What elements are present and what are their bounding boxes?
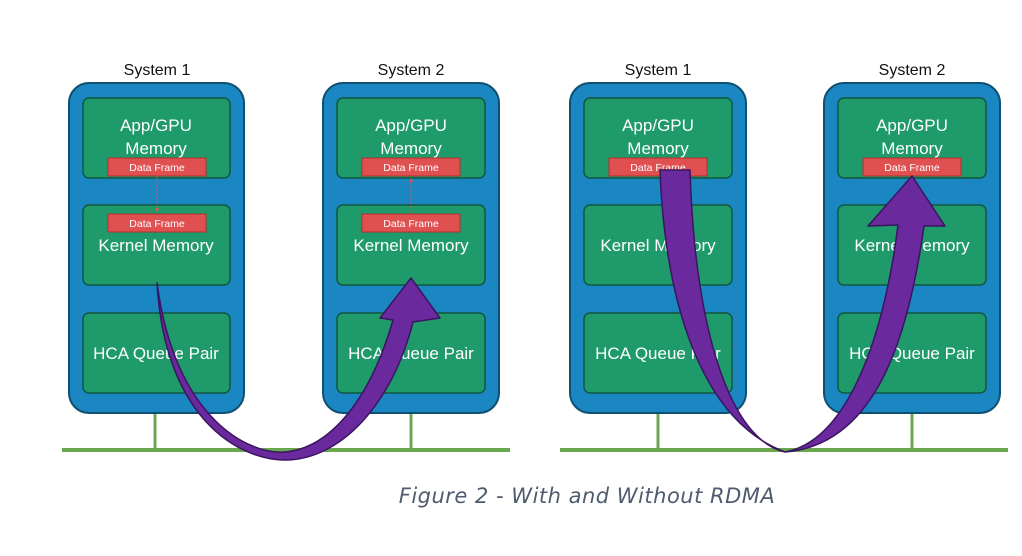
hca-queue-pair-label: HCA Queue Pair [595,344,721,363]
app-memory-label-line2: Memory [881,139,943,158]
data-frame-kernel-label: Data Frame [129,218,185,230]
panel1-system2: System 2 App/GPU Memory Data Frame Data … [322,62,500,414]
transfer-arrow-app-to-app [659,169,946,453]
data-frame-kernel [361,213,461,233]
data-frame-app-label: Data Frame [884,162,940,174]
figure-caption: Figure 2 - With and Without RDMA [398,484,776,508]
system-title: System 2 [879,62,946,79]
hca-queue-pair-label: HCA Queue Pair [348,344,474,363]
system-title: System 2 [378,62,445,79]
app-memory-label-line2: Memory [380,139,442,158]
kernel-memory-label: Kernel Memory [600,236,716,255]
system-title: System 1 [625,62,692,79]
data-frame-app-label: Data Frame [383,162,439,174]
data-frame-app [361,157,461,177]
app-memory-label-line1: App/GPU [876,116,948,135]
transfer-arrow-kernel-to-kernel [156,277,441,461]
hca-queue-pair-box [82,312,231,394]
system-title: System 1 [124,62,191,79]
data-frame-app [107,157,207,177]
data-frame-app-label: Data Frame [129,162,185,174]
panel1-system1: System 1 App/GPU Memory Data Frame Data … [68,62,245,414]
kernel-memory-label: Kernel Memory [353,236,469,255]
panel2-system1: System 1 App/GPU Memory Data Frame Kerne… [569,62,747,414]
app-memory-label-line2: Memory [627,139,689,158]
app-memory-label-line1: App/GPU [120,116,192,135]
app-memory-label-line1: App/GPU [375,116,447,135]
data-frame-kernel [107,213,207,233]
hca-queue-pair-label: HCA Queue Pair [93,344,219,363]
kernel-memory-label: Kernel Memory [98,236,214,255]
app-memory-label-line2: Memory [125,139,187,158]
data-frame-kernel-label: Data Frame [383,218,439,230]
app-memory-label-line1: App/GPU [622,116,694,135]
